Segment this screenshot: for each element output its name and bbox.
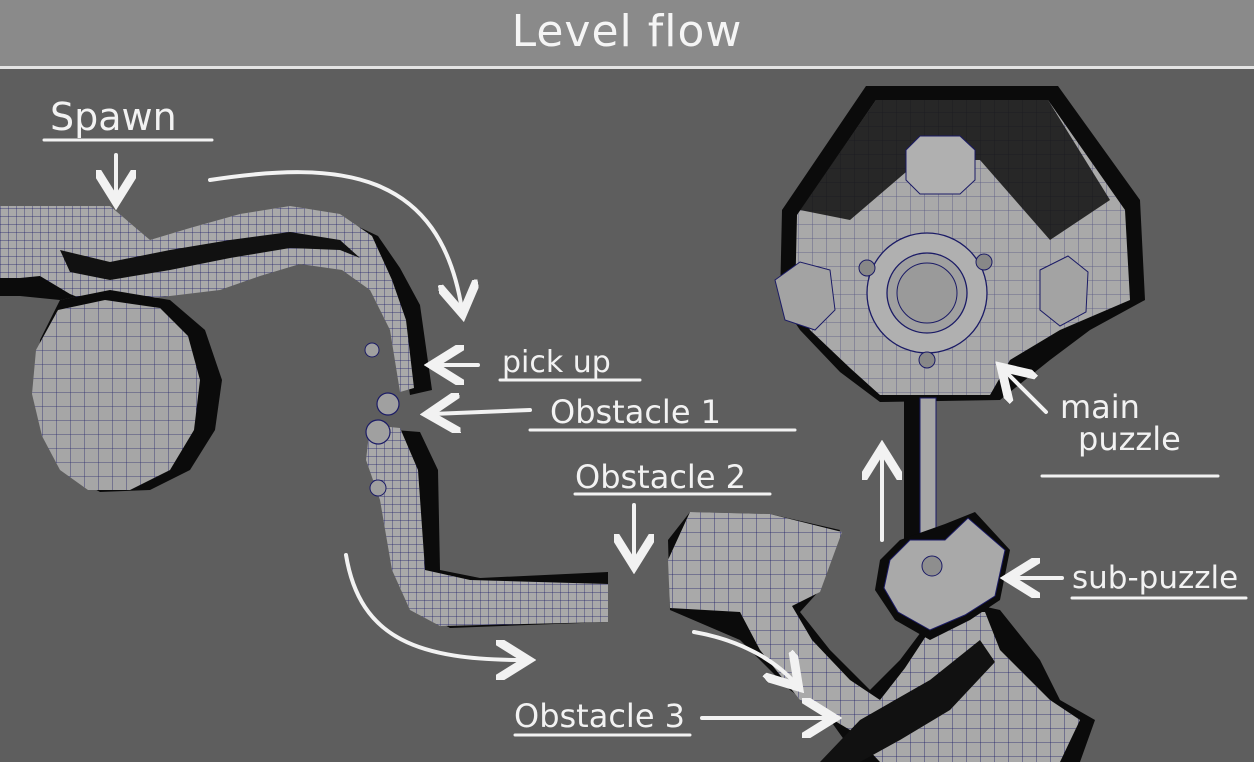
pick-up-label: pick up <box>502 345 611 380</box>
lower-right-path-mesh <box>668 512 1095 762</box>
spawn-corridor-mesh <box>0 206 432 395</box>
obstacle-1-spheres <box>364 342 400 497</box>
sub-puzzle-label: sub-puzzle <box>1072 560 1238 596</box>
obstacle-1-label: Obstacle 1 <box>550 393 721 431</box>
obstacle-2-label: Obstacle 2 <box>575 458 746 496</box>
sub-puzzle-room-mesh <box>875 512 1010 640</box>
blob-room-mesh <box>32 290 222 492</box>
obstacle-3-label: Obstacle 3 <box>514 697 685 735</box>
flow-arrow-bottom-left <box>344 553 524 660</box>
main-puzzle-arrow <box>1004 370 1048 414</box>
page-title: Level flow <box>511 6 743 57</box>
lower-corridor-mesh <box>366 425 608 628</box>
spawn-label: Spawn <box>50 95 177 139</box>
title-divider <box>0 66 1254 69</box>
main-puzzle-room-mesh <box>774 86 1145 402</box>
puzzle-connector-mesh <box>904 397 937 549</box>
flow-arrow-top <box>208 170 462 310</box>
obstacle-1-arrow <box>432 410 532 414</box>
title-bar <box>0 0 1254 68</box>
main-puzzle-label-line1: main <box>1060 388 1140 426</box>
flow-arrow-bottom-mid <box>692 630 796 684</box>
annotation-strokes <box>42 138 1248 735</box>
main-puzzle-label-line2: puzzle <box>1078 420 1181 458</box>
